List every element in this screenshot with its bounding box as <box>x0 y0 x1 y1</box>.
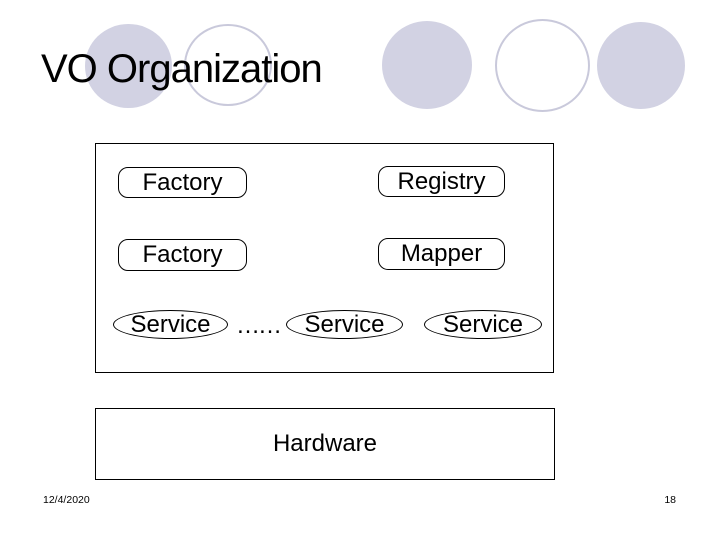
node-service-3-label: Service <box>442 310 524 338</box>
node-mapper-label: Mapper <box>400 240 483 267</box>
decorative-circle-outlined-1 <box>184 24 272 106</box>
node-mapper: Mapper <box>378 238 505 270</box>
node-factory-2: Factory <box>118 239 247 271</box>
node-factory-2-label: Factory <box>142 241 223 268</box>
decorative-circle-outlined-2 <box>495 19 590 112</box>
decorative-circle-filled-2 <box>382 21 472 109</box>
node-hardware: Hardware <box>95 408 555 480</box>
node-factory-1-label: Factory <box>142 168 223 196</box>
node-service-3: Service <box>424 310 542 339</box>
decorative-circle-filled-3 <box>597 22 685 109</box>
decorative-circle-filled-1 <box>85 24 172 108</box>
slide-title: VO Organization <box>41 47 323 91</box>
node-service-2: Service <box>286 310 403 339</box>
node-registry-label: Registry <box>397 167 486 195</box>
footer-date: 12/4/2020 <box>43 494 90 506</box>
page-number: 18 <box>664 494 676 506</box>
node-registry: Registry <box>378 166 505 197</box>
node-service-1-label: Service <box>130 310 211 338</box>
node-service-1: Service <box>113 310 228 339</box>
node-factory-1: Factory <box>118 167 247 198</box>
node-hardware-label: Hardware <box>272 430 378 457</box>
node-service-2-label: Service <box>304 310 385 338</box>
ellipsis-dots: …… <box>236 312 282 339</box>
